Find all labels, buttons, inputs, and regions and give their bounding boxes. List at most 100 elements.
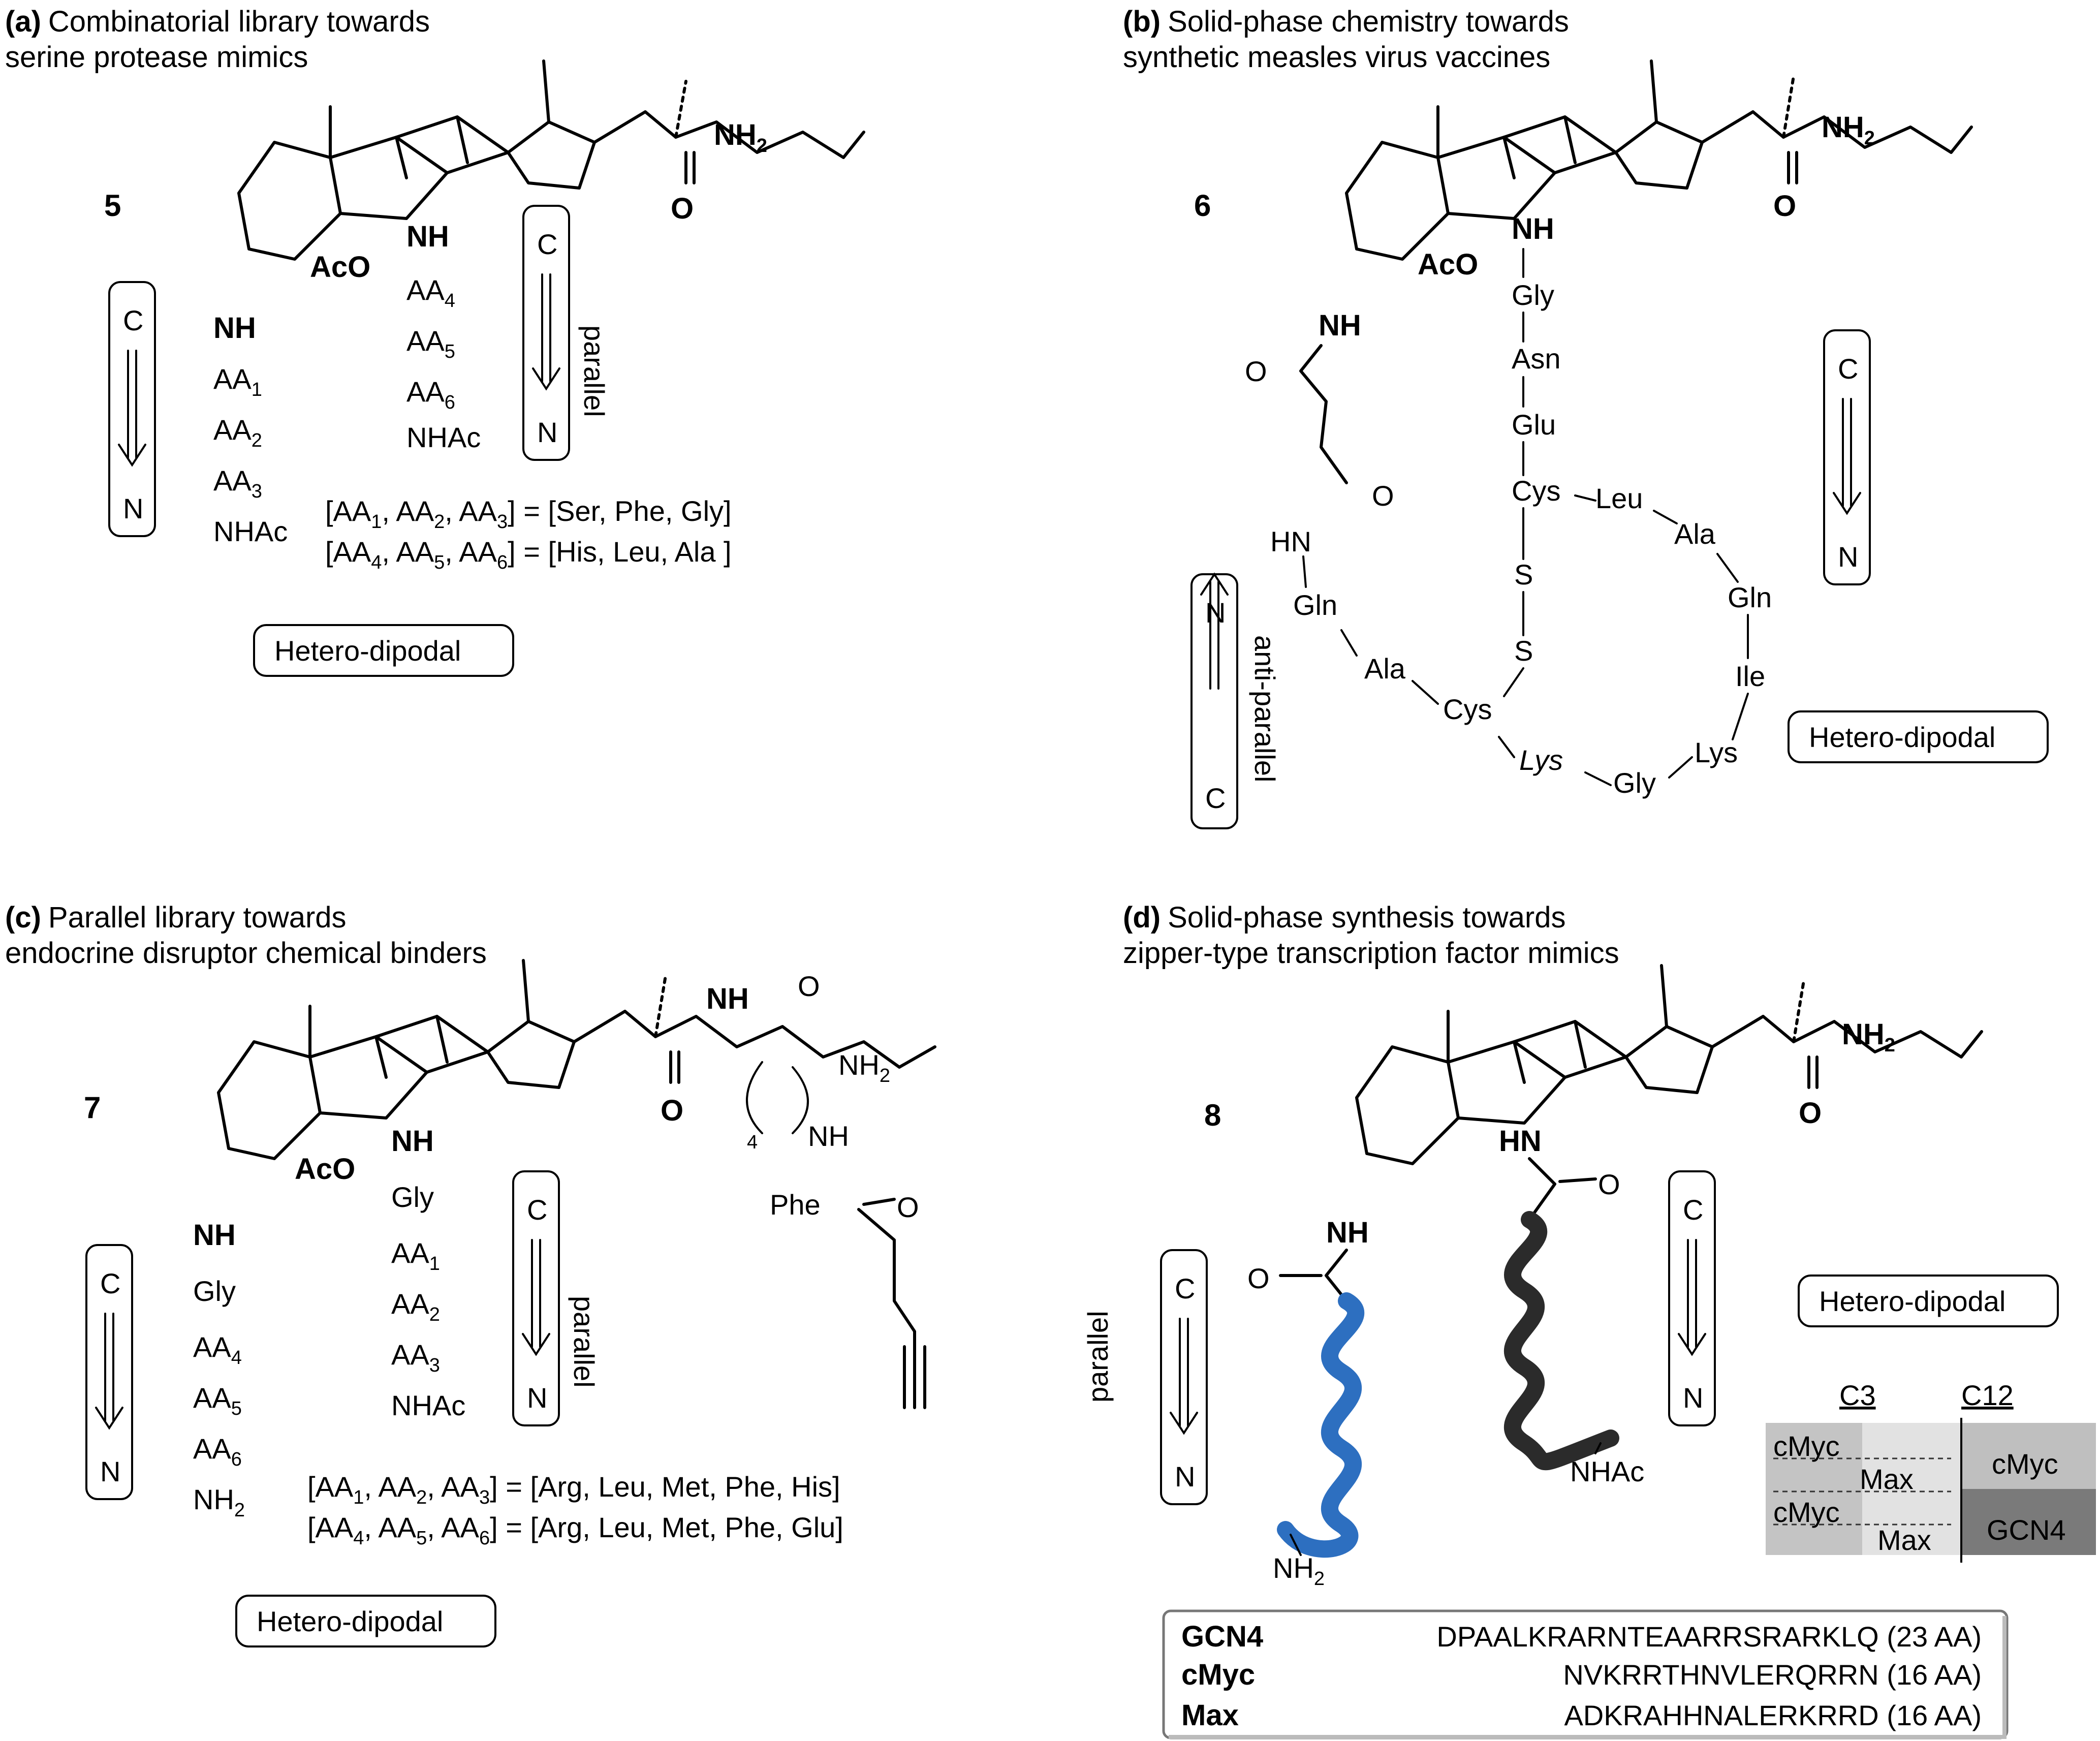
residue-gln1-b: Gln (1728, 581, 1772, 613)
svg-text:Hetero-dipodal: Hetero-dipodal (274, 635, 461, 667)
aa2-a: AA2 (213, 414, 262, 451)
seq-value-gcn4: DPAALKRARNTEAARRSRARKLQ (23 AA) (1436, 1621, 1982, 1653)
c3-row-max-1: Max (1860, 1463, 1914, 1495)
orientation-label-c: parallel (568, 1296, 600, 1388)
svg-text:N: N (1175, 1460, 1195, 1493)
lysine-bracket-c (746, 1061, 809, 1134)
peptide-bonds-b (1302, 248, 1749, 786)
orientation-label-b: anti-parallel (1249, 635, 1281, 783)
linker-bonds-d (1279, 1157, 1597, 1302)
nhac-right-c: NHAc (391, 1389, 465, 1421)
gly-right-c: Gly (391, 1181, 434, 1213)
panel-a-title: (a)Combinatorial library towards (5, 5, 430, 38)
nh-left-c: NH (193, 1219, 236, 1252)
equation-2-a: [AA4, AA5, AA6] = [His, Leu, Ala ] (325, 536, 732, 573)
hn-right-d: HN (1499, 1125, 1542, 1158)
steroid-skeleton-d (1357, 966, 1763, 1164)
svg-text:Hetero-dipodal: Hetero-dipodal (257, 1605, 443, 1637)
seq-name-cmyc: cMyc (1181, 1658, 1255, 1691)
residue-ala2-b: Ala (1364, 652, 1406, 685)
panel-c-subtitle: endocrine disruptor chemical binders (5, 937, 487, 970)
gly-left-c: Gly (193, 1275, 236, 1307)
residue-cys1-b: Cys (1512, 475, 1560, 507)
seq-name-max: Max (1181, 1699, 1239, 1732)
c3-row-max-2: Max (1877, 1524, 1931, 1556)
phe-carbonyl-o-c: O (897, 1191, 919, 1223)
compound-number-5: 5 (104, 189, 121, 223)
svg-text:C: C (1838, 353, 1858, 385)
carbonyl-d (1807, 1055, 1819, 1089)
left-linker-o-d: O (1247, 1262, 1270, 1294)
compound-number-6: 6 (1194, 189, 1211, 223)
direction-box-a-left: C N (108, 281, 156, 537)
methyl-hash-b (1782, 75, 1795, 139)
methyl-hash-d (1792, 979, 1805, 1043)
aa4-c: AA4 (193, 1331, 242, 1369)
lysine-nh-c: NH (706, 982, 749, 1015)
panel-d-title: (d)Solid-phase synthesis towards (1123, 901, 1565, 934)
acetoxy-c: AcO (295, 1153, 355, 1186)
methyl-hash-c (654, 974, 667, 1038)
aa1-c: AA1 (391, 1237, 440, 1274)
direction-box-b-right: C N (1823, 329, 1871, 585)
svg-text:C: C (1205, 782, 1226, 814)
c12-cell-top (1961, 1423, 2096, 1489)
carbonyl-oxygen-a: O (671, 192, 694, 225)
panel-b-title: (b)Solid-phase chemistry towards (1123, 5, 1569, 38)
residue-glu-b: Glu (1512, 409, 1556, 441)
hetero-dipodal-badge-c: Hetero-dipodal (235, 1595, 496, 1647)
direction-box-d-left: C N (1160, 1249, 1208, 1505)
alkyne-tail-c (857, 1198, 926, 1409)
residue-ala1-b: Ala (1674, 518, 1716, 550)
svg-text:Hetero-dipodal: Hetero-dipodal (1809, 721, 1995, 753)
lysine-nh2-c: NH2 (838, 1049, 890, 1086)
svg-text:N: N (100, 1455, 120, 1487)
sequence-box-d: GCN4 DPAALKRARNTEAARRSRARKLQ (23 AA) cMy… (1162, 1609, 2009, 1739)
carbonyl-b (1787, 151, 1798, 184)
panel-b: (b)Solid-phase chemistry towards synthet… (1123, 5, 2049, 829)
linker-hn-b: HN (1270, 525, 1311, 557)
svg-text:N: N (527, 1382, 547, 1414)
hetero-dipodal-badge-d: Hetero-dipodal (1798, 1274, 2059, 1327)
hetero-dipodal-badge-a: Hetero-dipodal (253, 624, 514, 677)
orientation-label-d: parallel (1082, 1311, 1114, 1403)
acetoxy-a: AcO (310, 251, 370, 284)
aa6-c: AA6 (193, 1433, 242, 1470)
linker-oxygen-2-b: O (1372, 480, 1394, 512)
residue-gln2-b: Gln (1293, 589, 1337, 621)
panel-c-title: (c)Parallel library towards (5, 901, 347, 934)
panel-d-subtitle: zipper-type transcription factor mimics (1123, 937, 1619, 970)
svg-text:Hetero-dipodal: Hetero-dipodal (1819, 1285, 2005, 1317)
residue-gly-b: Gly (1512, 279, 1554, 311)
equation-1-a: [AA1, AA2, AA3] = [Ser, Phe, Gly] (325, 495, 732, 533)
c3-row-cmyc-2: cMyc (1773, 1496, 1840, 1528)
svg-text:C: C (1683, 1194, 1703, 1226)
equation-1-c: [AA1, AA2, AA3] = [Arg, Leu, Met, Phe, H… (307, 1471, 840, 1508)
hetero-dipodal-badge-b: Hetero-dipodal (1788, 710, 2049, 763)
nh-right-c: NH (391, 1125, 434, 1158)
residue-cys2-b: Cys (1443, 693, 1492, 725)
residue-lys1-b: Lys (1695, 736, 1738, 768)
svg-text:C: C (537, 228, 557, 260)
phe-residue-c: Phe (770, 1189, 821, 1221)
nh2-left-c: NH2 (193, 1483, 245, 1521)
amide-nh2-d: NH2 (1842, 1018, 1895, 1056)
nh2-blue-helix-d: NH2 (1273, 1552, 1325, 1590)
compound-number-7: 7 (84, 1091, 101, 1125)
svg-text:N: N (1683, 1382, 1703, 1414)
sulfur-2-b: S (1514, 635, 1533, 667)
c12-row-cmyc: cMyc (1992, 1448, 2058, 1480)
svg-text:N: N (1838, 541, 1858, 573)
svg-text:C: C (123, 304, 143, 336)
amide-nh2-b: NH2 (1822, 111, 1875, 149)
c3-row-cmyc-1: cMyc (1773, 1430, 1840, 1462)
amide-nh2-a: NH2 (714, 118, 767, 157)
aa2-c: AA2 (391, 1288, 440, 1325)
black-helix-d (1504, 1211, 1619, 1471)
carbonyl-oxygen-c: O (661, 1094, 683, 1127)
seq-name-gcn4: GCN4 (1181, 1620, 1263, 1653)
nh-right-b: NH (1512, 212, 1554, 245)
aa3-a: AA3 (213, 464, 262, 502)
aa3-c: AA3 (391, 1339, 440, 1376)
